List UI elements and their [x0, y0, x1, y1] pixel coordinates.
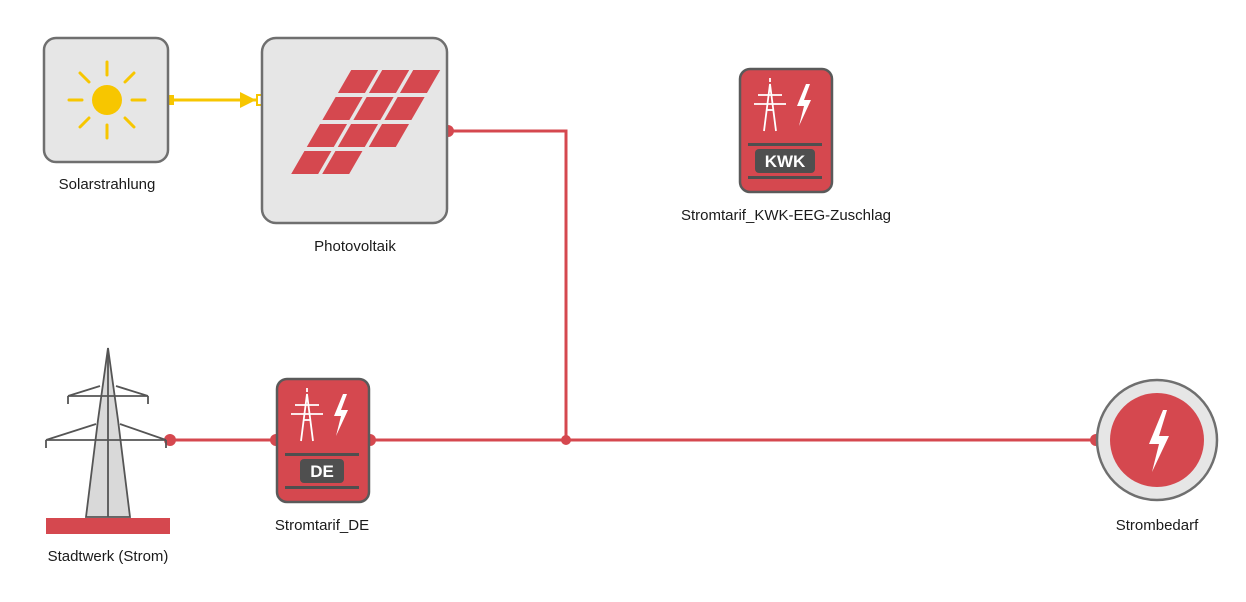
lightning-icon [1149, 410, 1169, 472]
pv-label: Photovoltaik [314, 238, 396, 255]
solar-arrowhead [240, 92, 256, 108]
demand-label: Strombedarf [1115, 517, 1199, 534]
node-demand[interactable] [1095, 378, 1219, 502]
power-tariff-icon: KWK [748, 78, 822, 179]
sun-icon [67, 60, 147, 140]
de-badge-text: DE [310, 462, 334, 481]
junction-dot [561, 435, 571, 445]
solar-panel-icon [291, 70, 441, 174]
grid-label: Stadtwerk (Strom) [47, 548, 169, 565]
kwk-badge-text: KWK [765, 152, 806, 171]
ground-bar [46, 518, 170, 534]
pv-to-bus-connection[interactable] [448, 129, 568, 440]
node-grid[interactable] [45, 347, 170, 534]
node-solar[interactable] [42, 36, 170, 164]
node-kwk-tariff[interactable]: KWK [738, 67, 834, 194]
power-tariff-icon: DE [285, 388, 359, 489]
solar-label: Solarstrahlung [58, 176, 156, 193]
de-tariff-label: Stromtarif_DE [274, 517, 370, 534]
node-pv[interactable] [260, 36, 449, 225]
transmission-tower-icon [45, 347, 170, 534]
kwk-tariff-label: Stromtarif_KWK-EEG-Zuschlag [680, 207, 892, 224]
grid-output-port[interactable] [164, 434, 176, 446]
node-de-tariff[interactable]: DE [275, 377, 371, 504]
